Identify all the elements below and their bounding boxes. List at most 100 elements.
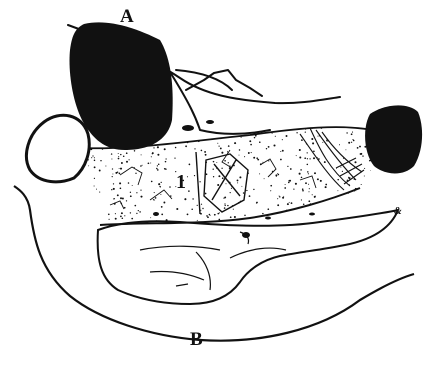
stipple-dot [299,173,301,175]
stipple-dot [371,174,373,176]
stipple-dot [352,132,353,133]
stipple-dot [255,125,257,127]
stipple-dot [187,176,188,177]
stipple-dot [112,176,113,177]
stipple-dot [353,140,355,142]
stipple-dot [308,200,310,202]
stipple-dot [296,132,297,133]
stipple-dot [175,147,177,149]
stipple-dot [91,141,92,142]
stipple-dot [326,223,327,224]
stipple-dot [158,183,160,185]
label-a: A [120,6,134,27]
stipple-dot [361,184,362,185]
stipple-dot [189,164,191,166]
stipple-dot [285,184,286,185]
stipple-dot [343,221,344,222]
stipple-dot [314,172,316,174]
stipple-dot [229,127,230,128]
stipple-dot [126,161,128,163]
stipple-dot [283,196,284,197]
stipple-dot [206,215,208,217]
stipple-dot [128,182,130,184]
stipple-dot [317,136,318,137]
stipple-dot [266,148,267,149]
stipple-dot [140,189,141,190]
stipple-dot [213,161,215,163]
stipple-dot [92,209,93,210]
stipple-dot [372,188,374,190]
stipple-dot [174,157,175,158]
stipple-dot [301,199,302,200]
stipple-dot [90,204,91,205]
stipple-dot [270,185,272,187]
stipple-dot [237,182,238,183]
stipple-dot [230,192,231,193]
stipple-dot [309,188,310,189]
stipple-dot [120,168,122,170]
stipple-dot [176,208,178,210]
stipple-dot [365,205,367,207]
stipple-dot [91,225,92,226]
stipple-dot [239,149,240,150]
stipple-dot [100,160,101,161]
stipple-dot [304,157,306,159]
stipple-dot [130,192,131,193]
stipple-dot [337,190,338,191]
stipple-dot [204,151,206,153]
stipple-dot [175,128,176,129]
stipple-dot [225,183,226,184]
stipple-dot [118,158,120,160]
stipple-dot [360,206,361,207]
stipple-dot [282,139,283,140]
stipple-dot [275,136,276,137]
stipple-dot [197,205,198,206]
stipple-dot [273,144,275,146]
stipple-dot [230,216,232,218]
stipple-dot [233,129,235,131]
stipple-dot [224,203,225,204]
stipple-dot [221,168,222,169]
stipple-dot [300,169,302,171]
stipple-dot [287,124,288,125]
stipple-dot [237,179,239,181]
stipple-dot [88,188,89,189]
stipple-dot [218,213,220,215]
stipple-dot [160,186,161,187]
stipple-dot [270,190,271,191]
stipple-dot [307,152,308,153]
stipple-dot [366,218,368,220]
stipple-dot [244,156,245,157]
stipple-dot [140,165,142,167]
stipple-dot [135,173,136,174]
stipple-dot [250,144,252,146]
stipple-dot [216,225,217,226]
stipple-dot [303,209,305,211]
stipple-dot [314,217,316,219]
stipple-dot [253,157,255,159]
stipple-dot [251,152,252,153]
stipple-dot [248,152,250,154]
stipple-dot [326,210,327,211]
stipple-dot [228,162,229,163]
stipple-dot [325,186,327,188]
stipple-dot [99,220,101,222]
stipple-dot [351,142,352,143]
stipple-dot [191,208,193,210]
stipple-dot [152,153,153,154]
stipple-dot [164,168,166,170]
stipple-dot [140,196,142,198]
stipple-dot [295,183,297,185]
stipple-dot [267,208,269,210]
stipple-dot [157,169,159,171]
stipple-dot [186,224,188,226]
stipple-dot [136,192,137,193]
stipple-dot [340,167,341,168]
stipple-dot [259,141,261,143]
stipple-dot [99,192,100,193]
stipple-dot [361,122,362,123]
stipple-dot [219,212,220,213]
stipple-dot [218,175,220,177]
stipple-dot [278,174,280,176]
